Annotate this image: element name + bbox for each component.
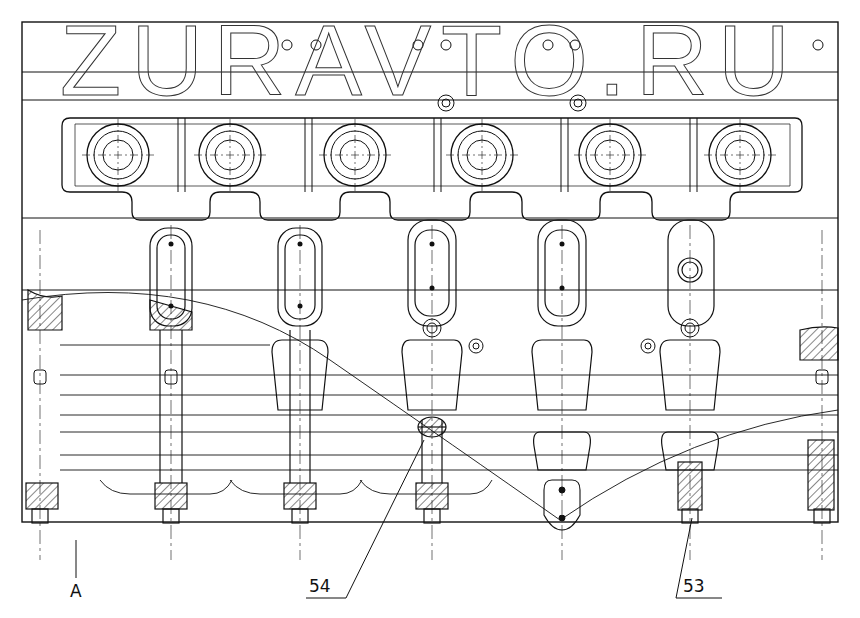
watermark: ZURAVTO.RU	[60, 10, 800, 110]
callout-number: 53	[683, 578, 705, 595]
view-letter: A	[70, 583, 82, 600]
callout-number: 54	[309, 578, 331, 595]
